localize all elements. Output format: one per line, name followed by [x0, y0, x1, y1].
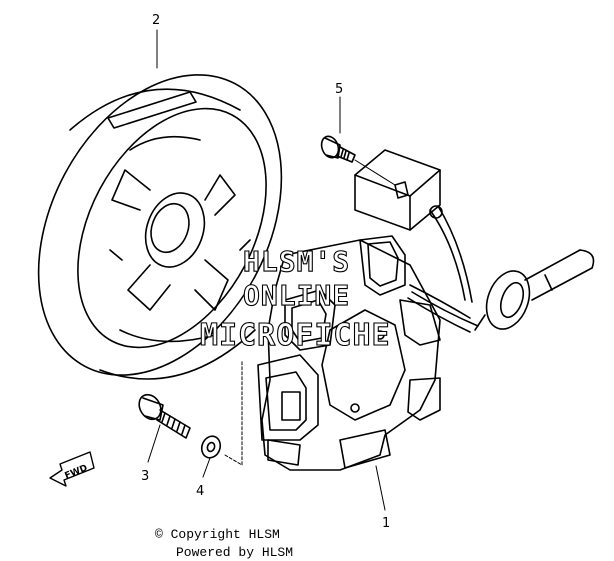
wire-harness	[407, 205, 595, 333]
callout-2: 2	[152, 13, 160, 28]
callout-3: 3	[141, 469, 149, 484]
fwd-arrow-icon	[49, 451, 95, 487]
connector-block	[354, 149, 443, 231]
assembly-guide-line	[224, 359, 243, 466]
flywheel-rotor	[37, 74, 283, 380]
watermark-line-3: MICROFICHE	[200, 318, 391, 353]
washer-part-4	[200, 435, 222, 459]
bolt-part-3	[138, 393, 191, 439]
callout-4: 4	[196, 484, 204, 499]
callout-1: 1	[382, 516, 390, 531]
callout-5: 5	[335, 82, 343, 97]
copyright-text: © Copyright HLSM	[155, 527, 280, 542]
fwd-label: FWD	[63, 463, 89, 481]
watermark-line-1: HLSM'S	[243, 245, 350, 278]
watermark-line-2: ONLINE	[243, 279, 350, 312]
leader-lines	[147, 29, 386, 511]
screw-part-5	[320, 135, 396, 186]
powered-by-text: Powered by HLSM	[176, 545, 294, 560]
